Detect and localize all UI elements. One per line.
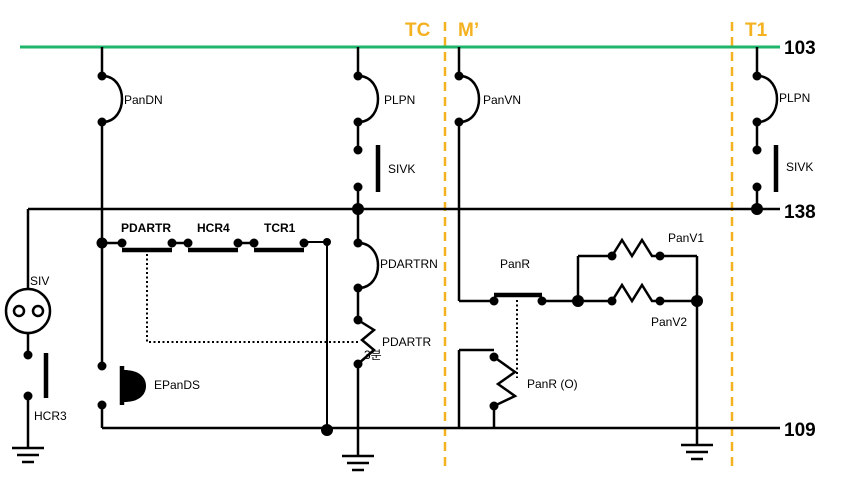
- bus-103-label: 103: [784, 38, 816, 59]
- plpn-label: PLPN: [384, 93, 415, 107]
- epands-label: EPanDS: [154, 378, 200, 392]
- t1-plpn-label: PLPN: [779, 91, 810, 105]
- bus-138-label: 138: [784, 202, 816, 223]
- bus-109-label: 109: [784, 420, 816, 441]
- pandn-branch: [96, 47, 146, 428]
- panr-label: PanR: [500, 257, 530, 271]
- section-m-label: M’: [458, 20, 479, 41]
- sivk-label: SIVK: [388, 162, 415, 176]
- panr-o-label: PanR (O): [527, 377, 578, 391]
- m-prime-circuit: [454, 47, 713, 461]
- pdartr-res-label: PDARTR: [382, 335, 431, 349]
- siv-branch: [4, 209, 52, 464]
- pdartr-resistor: [357, 318, 377, 365]
- panv2-label: PanV2: [651, 315, 687, 329]
- panv1-label: PanV1: [668, 231, 704, 245]
- t1-plpn-contact: [758, 74, 779, 124]
- relay-contact-chain: [102, 238, 358, 436]
- hcr4-label: HCR4: [197, 221, 230, 235]
- tcr1-label: TCR1: [264, 221, 296, 235]
- t1-sivk-label: SIVK: [786, 160, 813, 174]
- panr-o-resistor: [493, 355, 518, 408]
- plpn-column: [342, 47, 381, 472]
- pdartrn-label: PDARTRN: [380, 257, 438, 271]
- panvn-label: PanVN: [483, 93, 521, 107]
- panv1-resistor: [610, 237, 660, 259]
- plpn-contact: [359, 74, 380, 124]
- epands-mushroom: [124, 370, 146, 402]
- hcr3-label: HCR3: [34, 409, 67, 423]
- pdartr-label: PDARTR: [121, 221, 171, 235]
- pdartrn-contact: [359, 241, 380, 290]
- section-tc-label: TC: [405, 20, 431, 41]
- pandn-contact: [103, 74, 124, 124]
- pdartr-res-sublabel: 3분: [364, 348, 382, 362]
- panv2-resistor: [610, 282, 660, 304]
- panvn-contact: [460, 74, 481, 124]
- section-t1-label: T1: [745, 20, 768, 41]
- t1-circuit: [751, 47, 779, 215]
- pandn-label: PanDN: [124, 93, 163, 107]
- siv-label: SIV: [30, 274, 49, 288]
